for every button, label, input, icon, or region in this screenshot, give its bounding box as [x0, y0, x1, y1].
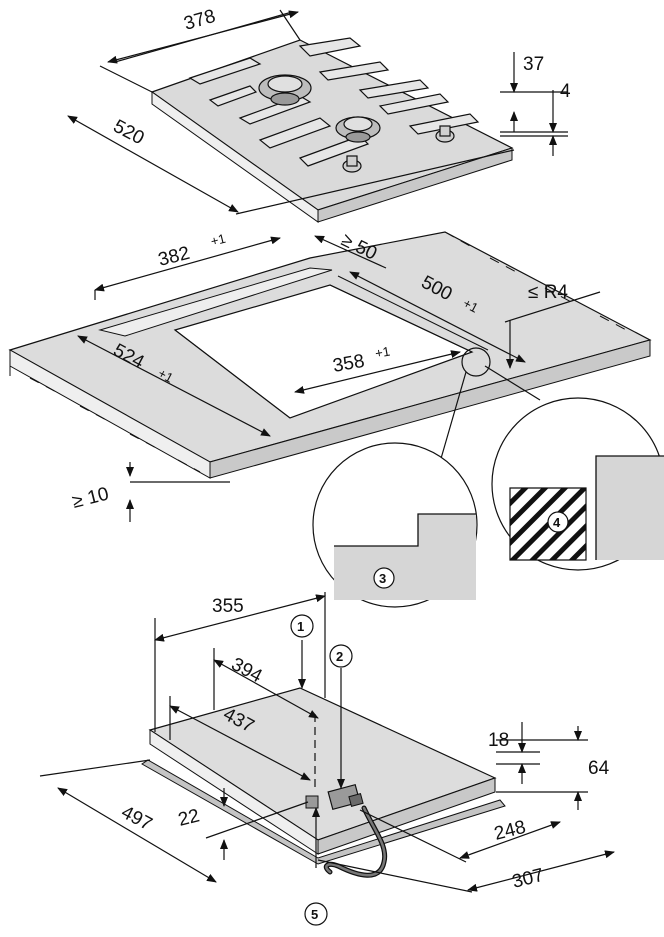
dim-307: 307 [510, 865, 546, 893]
dim-382-tol: +1 [209, 231, 227, 249]
detail-circle-3: 3 [312, 442, 478, 608]
dim-500-tol: +1 [461, 295, 481, 315]
cutout-dimension-lines [77, 235, 601, 522]
dim-497: 497 [118, 802, 156, 835]
dim-394: 394 [228, 654, 266, 688]
dim-248: 248 [492, 817, 528, 845]
dim-355: 355 [212, 596, 244, 617]
dim-4: 4 [560, 81, 571, 102]
dim-382: 382 [156, 243, 192, 271]
underside-dimension-lines [39, 592, 615, 893]
top-dimension-lines [67, 9, 568, 215]
dim-358-tol: +1 [374, 344, 391, 361]
callout-1: 1 [297, 619, 304, 634]
dim-18: 18 [488, 730, 509, 751]
detail-circle-4: 4 [491, 397, 664, 571]
callout-3: 3 [379, 571, 386, 586]
callout-5: 5 [311, 907, 318, 922]
callout-marker-5: 5 [304, 902, 328, 926]
dim-radius: ≤ R4 [528, 282, 568, 303]
dim-64: 64 [588, 758, 610, 779]
callout-2: 2 [336, 649, 343, 664]
dim-37: 37 [523, 54, 544, 75]
dim-378: 378 [182, 6, 218, 35]
dim-520: 520 [110, 116, 148, 149]
callout-marker-1: 1 [290, 614, 314, 638]
callout-4: 4 [553, 515, 561, 530]
cooktop-underside-view [141, 687, 506, 878]
callout-marker-2: 2 [329, 644, 353, 668]
dim-22: 22 [176, 805, 202, 830]
dim-524-tol: +1 [156, 365, 176, 385]
dim-worktop-thickness: ≥ 10 [70, 484, 111, 513]
